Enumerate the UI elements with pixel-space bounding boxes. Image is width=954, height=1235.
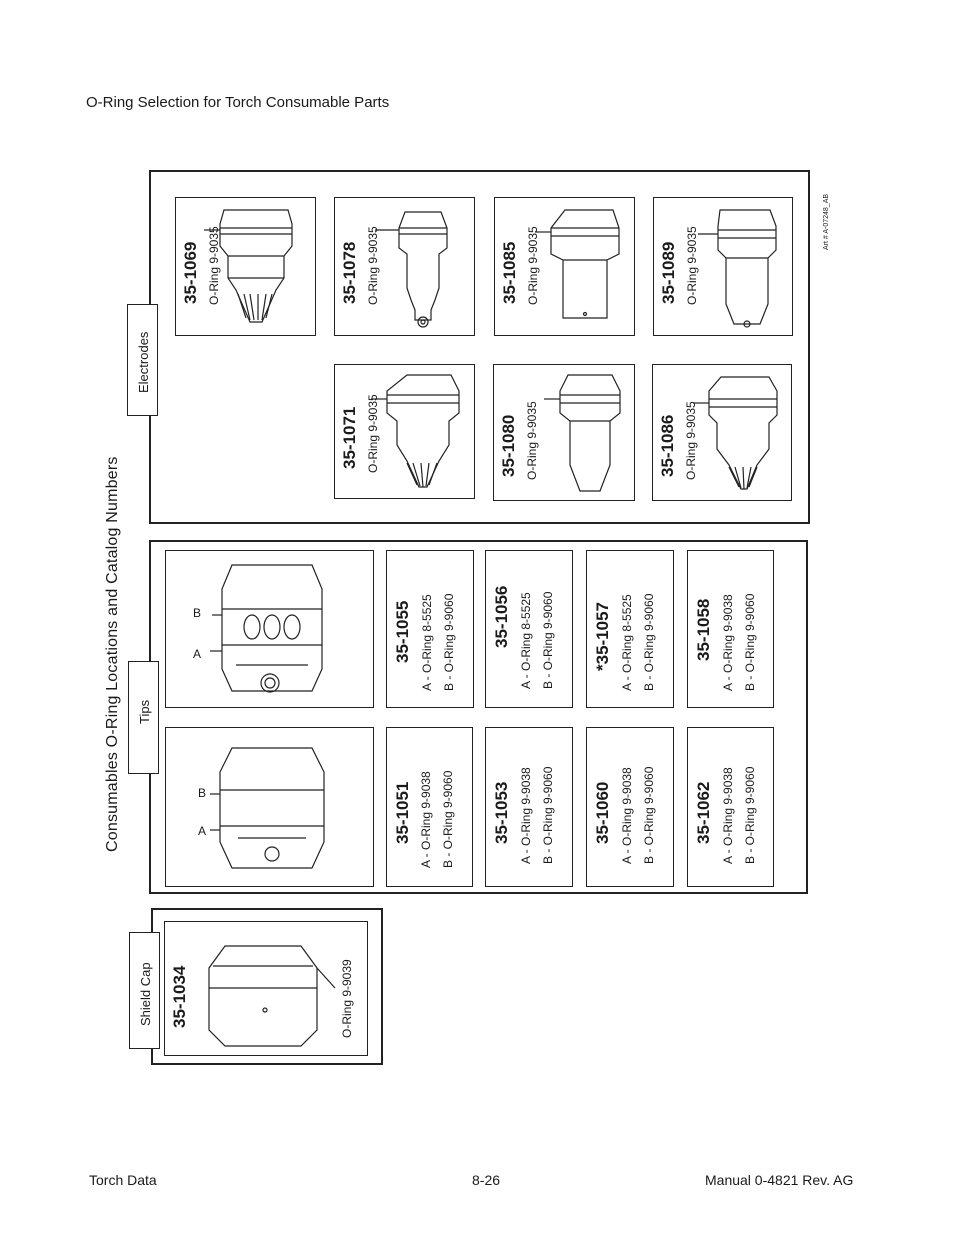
- electrode-drawing: [535, 209, 620, 319]
- part-number: 35-1060: [593, 781, 612, 844]
- electrode-box-35-1080: 35-1080 O-Ring 9-9035: [493, 364, 635, 501]
- callout-b: B: [198, 786, 207, 800]
- shield-cap-box-35-1034: 35-1034 O-Ring 9-9039: [164, 921, 368, 1056]
- part-number: *35-1057: [593, 601, 612, 671]
- tips-tab-label: Tips: [137, 699, 152, 724]
- shield-cap-tab: Shield Cap: [129, 932, 160, 1049]
- oring-a: A - O-Ring 9-9038: [519, 767, 533, 864]
- electrode-drawing: [204, 209, 293, 323]
- tip-box-35-1057: *35-1057 A - O-Ring 8-5525 B - O-Ring 9-…: [586, 550, 674, 708]
- callout-a: A: [193, 647, 202, 661]
- part-number: 35-1053: [492, 781, 511, 844]
- tip-box-35-1062: 35-1062 A - O-Ring 9-9038 B - O-Ring 9-9…: [687, 727, 774, 887]
- tip-box-35-1058: 35-1058 A - O-Ring 9-9038 B - O-Ring 9-9…: [687, 550, 774, 708]
- part-number: 35-1062: [694, 781, 713, 844]
- tip-drawing-lower-box: B A: [165, 727, 374, 887]
- main-title: Consumables O-Ring Locations and Catalog…: [104, 456, 121, 852]
- oring-b: B - O-Ring 9-9060: [642, 766, 656, 864]
- oring-b: B - O-Ring 9-9060: [441, 770, 455, 868]
- callout-a: A: [198, 824, 207, 838]
- oring-b: B - O-Ring 9-9060: [541, 591, 555, 689]
- shield-cap-drawing: [208, 945, 336, 1047]
- electrodes-tab-label: Electrodes: [136, 331, 151, 393]
- oring-b: B - O-Ring 9-9060: [743, 593, 757, 691]
- electrode-box-35-1085: 35-1085 O-Ring 9-9035: [494, 197, 635, 336]
- tip-box-35-1060: 35-1060 A - O-Ring 9-9038 B - O-Ring 9-9…: [586, 727, 674, 887]
- electrode-drawing: [698, 209, 777, 328]
- electrode-box-35-1089: 35-1089 O-Ring 9-9035: [653, 197, 793, 336]
- oring-a: A - O-Ring 9-9038: [620, 767, 634, 864]
- oring-b: B - O-Ring 9-9060: [541, 766, 555, 864]
- electrode-drawing: [375, 211, 448, 328]
- electrode-drawing: [693, 376, 778, 490]
- electrode-drawing: [544, 374, 621, 492]
- part-number: 35-1058: [694, 598, 713, 661]
- tip-upper-drawing: [210, 564, 323, 693]
- part-number: 35-1056: [492, 585, 511, 648]
- electrode-box-35-1078: 35-1078 O-Ring 9-9035: [334, 197, 475, 336]
- electrode-box-35-1071: 35-1071 O-Ring 9-9035: [334, 364, 475, 499]
- tip-box-35-1051: 35-1051 A - O-Ring 9-9038 B - O-Ring 9-9…: [386, 727, 473, 887]
- oring-a: A - O-Ring 9-9038: [419, 771, 433, 868]
- tip-drawing-upper-box: B A: [165, 550, 374, 708]
- footer-right: Manual 0-4821 Rev. AG: [705, 1172, 854, 1188]
- part-number: 35-1051: [393, 781, 412, 844]
- shield-cap-tab-label: Shield Cap: [138, 962, 153, 1026]
- oring-b: B - O-Ring 9-9060: [442, 593, 456, 691]
- page-heading: O-Ring Selection for Torch Consumable Pa…: [86, 94, 390, 111]
- oring-a: A - O-Ring 9-9038: [721, 767, 735, 864]
- tip-lower-drawing: [210, 747, 325, 869]
- tips-tab: Tips: [128, 661, 159, 774]
- footer-left: Torch Data: [89, 1172, 157, 1188]
- tip-box-35-1055: 35-1055 A - O-Ring 8-5525 B - O-Ring 9-9…: [386, 550, 474, 708]
- oring-a: A - O-Ring 8-5525: [620, 594, 634, 691]
- electrode-box-35-1086: 35-1086 O-Ring 9-9035: [652, 364, 792, 501]
- electrode-box-35-1069: 35-1069 O-Ring 9-9035: [175, 197, 316, 336]
- oring-a: A - O-Ring 8-5525: [519, 592, 533, 689]
- oring-a: A - O-Ring 8-5525: [420, 594, 434, 691]
- callout-b: B: [193, 606, 202, 620]
- electrodes-tab: Electrodes: [127, 304, 158, 416]
- art-number: Art # A-07248_AB: [823, 193, 830, 250]
- oring-b: B - O-Ring 9-9060: [642, 593, 656, 691]
- oring-b: B - O-Ring 9-9060: [743, 766, 757, 864]
- tip-box-35-1053: 35-1053 A - O-Ring 9-9038 B - O-Ring 9-9…: [485, 727, 573, 887]
- footer-page-number: 8-26: [472, 1172, 501, 1188]
- part-number: 35-1055: [393, 600, 412, 663]
- oring-a: A - O-Ring 9-9038: [721, 594, 735, 691]
- tip-box-35-1056: 35-1056 A - O-Ring 8-5525 B - O-Ring 9-9…: [485, 550, 573, 708]
- electrode-drawing: [371, 374, 460, 488]
